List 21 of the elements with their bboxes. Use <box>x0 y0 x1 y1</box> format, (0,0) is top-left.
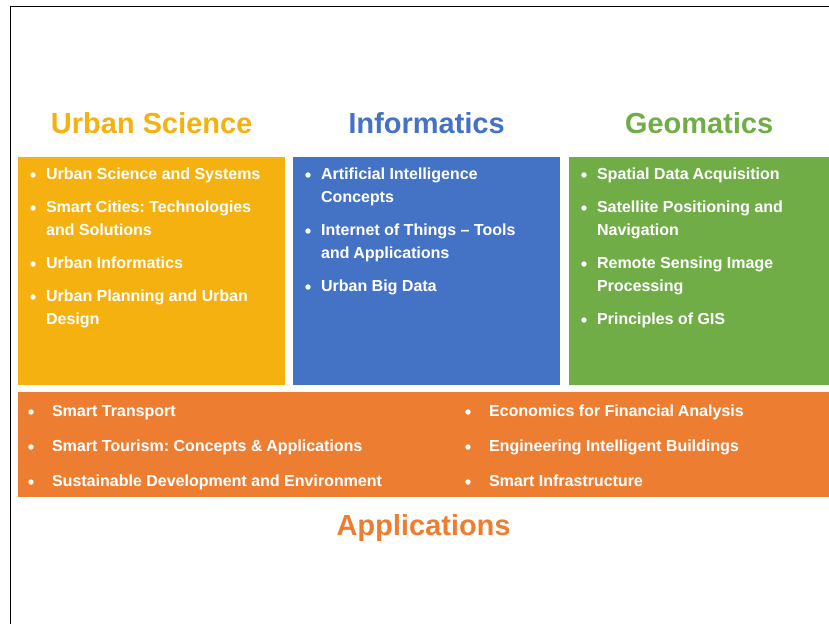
list-item: Spatial Data Acquisition <box>597 165 781 185</box>
column-heading: Applications <box>335 510 512 543</box>
list-item: Internet of Things – Tools and Applications <box>321 221 516 264</box>
list-item: Smart Cities: Technologies and Solutions <box>46 198 252 241</box>
list-item: Smart Infrastructure <box>489 472 644 492</box>
list-item: Satellite Positioning and Navigation <box>597 198 784 241</box>
list-item: Urban Planning and Urban Design <box>46 287 249 330</box>
list-item: Urban Big Data <box>321 277 438 297</box>
list-item: Smart Tourism: Concepts & Applications <box>52 437 364 457</box>
column-heading: Informatics <box>347 108 506 141</box>
list-item: Principles of GIS <box>597 310 726 330</box>
list-item: Sustainable Development and Environment <box>52 472 383 492</box>
list-item: Smart Transport <box>52 402 177 422</box>
list-item: Artificial Intelligence Concepts <box>321 165 478 208</box>
list-item: Economics for Financial Analysis <box>489 402 745 422</box>
column-heading: Urban Science <box>50 108 254 141</box>
list-item: Urban Informatics <box>46 254 184 274</box>
column-heading: Geomatics <box>624 108 774 141</box>
list-item: Engineering Intelligent Buildings <box>489 437 740 457</box>
list-item: Remote Sensing Image Processing <box>597 254 774 297</box>
list-item: Urban Science and Systems <box>46 165 262 185</box>
